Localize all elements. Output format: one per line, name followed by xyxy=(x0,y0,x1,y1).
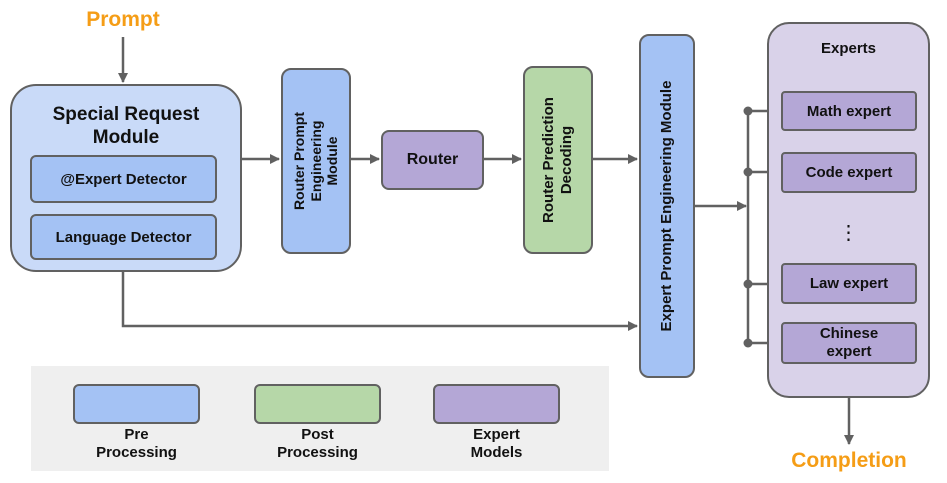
legend-label-expert: Expert Models xyxy=(470,426,523,461)
legend-swatch-post xyxy=(254,384,381,424)
router-prediction-decoding-label: Router Prediction Decoding xyxy=(540,97,575,223)
law-expert: Law expert xyxy=(781,263,917,304)
math-expert: Math expert xyxy=(781,91,917,131)
language-detector: Language Detector xyxy=(30,214,217,260)
special-request-title: Special Request Module xyxy=(52,104,200,148)
legend-label-pre: Pre Processing xyxy=(96,426,177,461)
router-prompt-engineering-module xyxy=(281,68,351,254)
completion-label: Completion xyxy=(791,449,907,472)
router-prediction-decoding xyxy=(523,66,593,254)
prompt-label: Prompt xyxy=(86,8,160,31)
chinese-expert: Chinese expert xyxy=(781,322,917,364)
expert-prompt-engineering-module xyxy=(639,34,695,378)
legend-label-post: Post Processing xyxy=(277,426,358,461)
experts-title: Experts xyxy=(820,40,877,57)
expert-prompt-engineering-label: Expert Prompt Engineering Module xyxy=(658,80,675,332)
code-expert: Code expert xyxy=(781,152,917,193)
router-prompt-engineering-label: Router Prompt Engineering Module xyxy=(290,112,341,210)
legend-swatch-expert xyxy=(433,384,560,424)
arrow-special-bypass xyxy=(121,272,638,331)
router: Router xyxy=(381,130,484,190)
expert-detector: @Expert Detector xyxy=(30,155,217,203)
legend-swatch-pre xyxy=(73,384,200,424)
more-experts-ellipsis: ⋮ xyxy=(838,222,859,244)
